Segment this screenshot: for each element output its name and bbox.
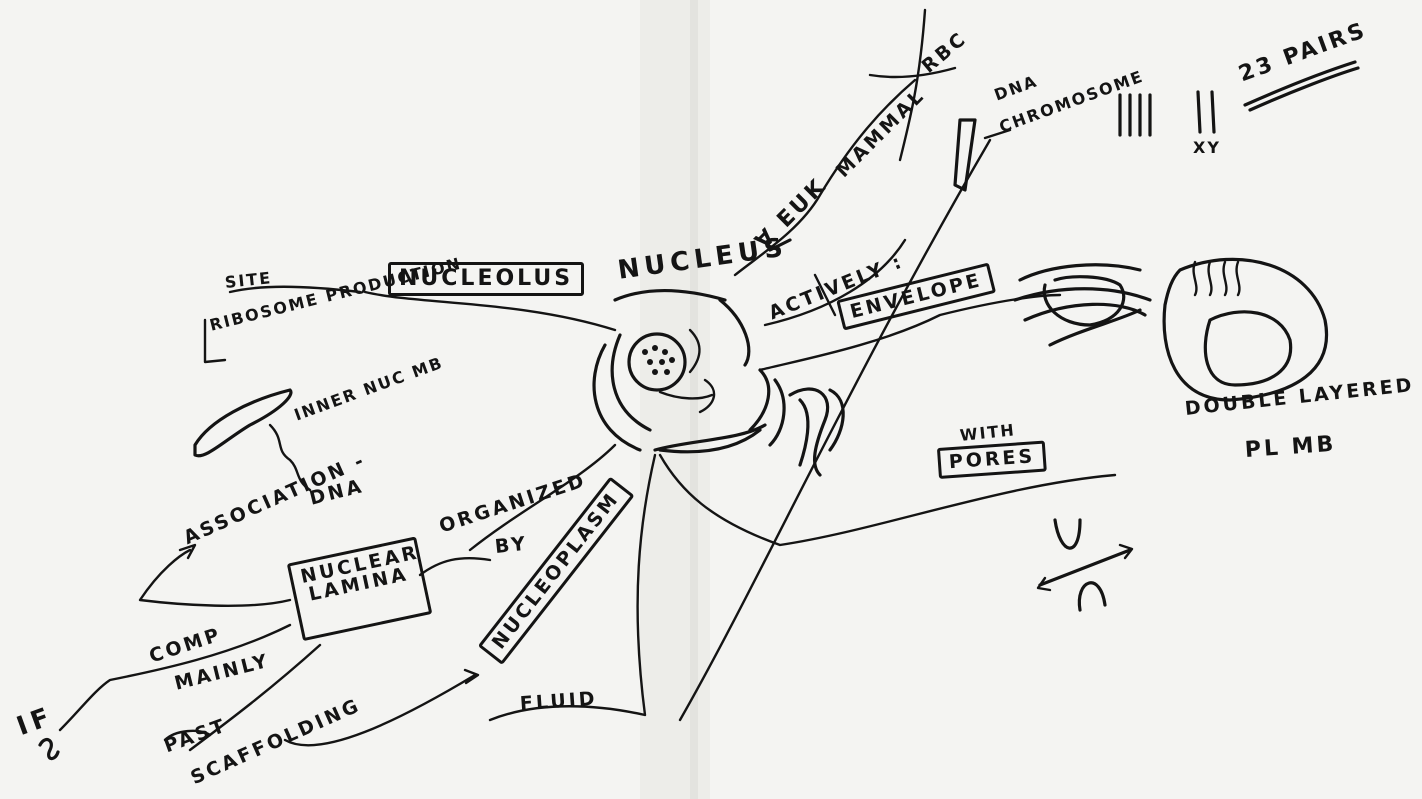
xy-label: XY xyxy=(1193,140,1221,156)
by-label: BY xyxy=(494,535,529,557)
fluid-label: FLUID xyxy=(519,690,598,714)
